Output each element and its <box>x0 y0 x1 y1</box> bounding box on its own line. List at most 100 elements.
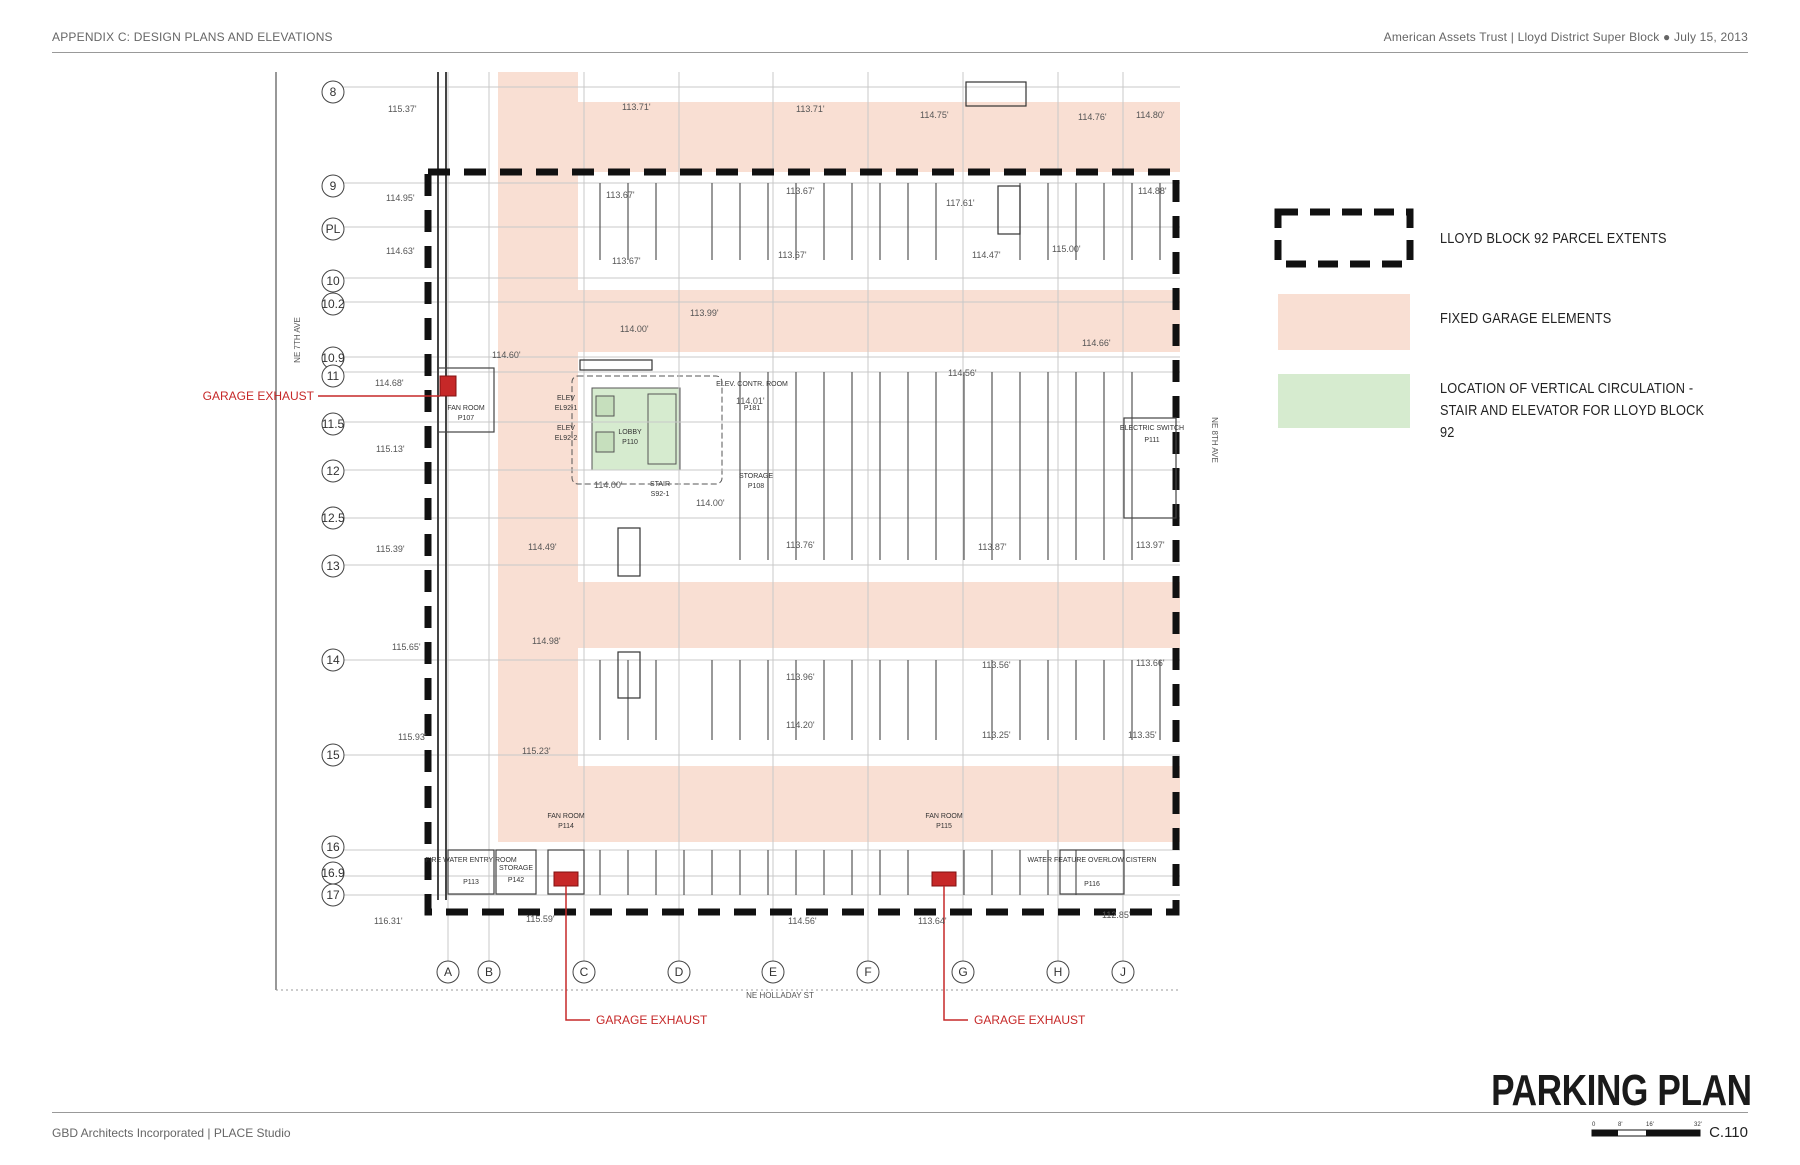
spot-elevation: 113.64' <box>918 916 947 926</box>
legend-label-parcel-extents: LLOYD BLOCK 92 PARCEL EXTENTS <box>1440 230 1667 247</box>
room-id: P110 <box>622 439 638 446</box>
col-label: A <box>444 965 452 979</box>
core-outline <box>571 375 723 485</box>
garage-band-lower <box>498 766 1180 842</box>
garage-band-middle <box>498 582 1180 648</box>
spot-elevation: 113.56' <box>982 660 1011 670</box>
legend-swatch-vertical-circulation <box>1278 374 1410 428</box>
legend-label-fixed-garage: FIXED GARAGE ELEMENTS <box>1440 310 1612 327</box>
spot-elevation: 114.95' <box>386 193 415 203</box>
room-name: ELEV <box>557 395 575 402</box>
header-rule <box>52 52 1748 53</box>
south-street-label: NE HOLLADAY ST <box>746 991 814 1000</box>
spot-elevation: 115.23' <box>522 746 551 756</box>
spot-elevation: 113.25' <box>982 730 1011 740</box>
spot-elevation: 114.56' <box>788 916 817 926</box>
spot-elevation: 114.00' <box>696 498 725 508</box>
col-label: D <box>675 965 684 979</box>
header-section-title: APPENDIX C: DESIGN PLANS AND ELEVATIONS <box>52 30 333 44</box>
spot-elevation: 113.97' <box>1136 540 1165 550</box>
room-id: P111 <box>1144 437 1159 444</box>
spot-elevation: 114.75' <box>920 110 949 120</box>
garage-exhaust-label: GARAGE EXHAUST <box>596 1013 708 1027</box>
room-outlines <box>437 367 1177 895</box>
garage-band-west <box>498 72 578 842</box>
spot-elevation: 115.37' <box>388 104 417 114</box>
room-name: FAN ROOM <box>925 813 963 820</box>
room-id: P108 <box>748 483 764 490</box>
room-id: EL92-1 <box>555 405 578 412</box>
spot-elevation: 113.67' <box>606 190 635 200</box>
elevator-car-1 <box>595 395 615 417</box>
col-label: F <box>864 965 871 979</box>
scale-tick: 32' <box>1694 1122 1702 1128</box>
spot-elevation: 114.60' <box>492 350 521 360</box>
spot-elevation: 114.88' <box>1138 186 1167 196</box>
room-id: P116 <box>1084 881 1100 888</box>
row-label: 9 <box>330 179 337 193</box>
row-label: 15 <box>326 748 340 762</box>
legend-label-vertical-circulation: LOCATION OF VERTICAL CIRCULATION - STAIR… <box>1440 380 1705 441</box>
row-label: 10 <box>326 274 340 288</box>
garage-band-upper <box>498 290 1180 352</box>
spot-elevation: 113.66' <box>1136 658 1165 668</box>
room-id: P107 <box>458 415 474 422</box>
page-title: PARKING PLAN <box>1491 1066 1752 1115</box>
fixed-garage-elements <box>498 72 1180 842</box>
footer-credits: GBD Architects Incorporated | PLACE Stud… <box>52 1126 291 1140</box>
garage-exhaust-south-1 <box>553 871 579 887</box>
spot-elevation: 113.71' <box>796 104 825 114</box>
garage-exhaust-west <box>439 375 457 397</box>
parking-stall-lines <box>599 183 1161 895</box>
spot-elevation: 114.47' <box>972 250 1001 260</box>
spot-elevation: 115.65' <box>392 642 421 652</box>
room-labels: FAN ROOM P107 ELEV EL92-1 ELEV EL92-2 LO… <box>425 381 1184 888</box>
row-label: 13 <box>326 559 340 573</box>
legend-swatch-fixed-garage <box>1278 294 1410 350</box>
spot-elevations: 115.37' 113.71' 113.71' 114.75' 114.76' … <box>374 102 1167 926</box>
east-street-label: NE 8TH AVE <box>1210 417 1219 463</box>
room-id: P114 <box>558 823 574 830</box>
spot-elevation: 113.67' <box>612 256 641 266</box>
spot-elevation: 113.67' <box>778 250 807 260</box>
row-label: 12.5 <box>321 511 345 525</box>
spot-elevation: 113.99' <box>690 308 719 318</box>
elevator-car-2 <box>595 431 615 453</box>
spot-elevation: 115.39' <box>376 544 405 554</box>
spot-elevation: 113.96' <box>786 672 815 682</box>
row-grid-labels: 8 9 PL 10 10.2 10.9 11 11.5 12 12.5 13 1… <box>321 85 345 902</box>
row-label: 16.9 <box>321 866 345 880</box>
stair <box>647 393 677 465</box>
graphic-scale-bar: 0 8' 16' 32' <box>1591 1122 1702 1137</box>
spot-elevation: 112.85' <box>1102 910 1131 920</box>
room-id: P113 <box>463 879 479 886</box>
col-label: C <box>580 965 589 979</box>
structural-grid <box>330 72 1180 970</box>
spot-elevation: 117.61' <box>946 198 975 208</box>
column-grid-labels: A B C D E F G H J <box>444 965 1126 979</box>
row-label: 11.5 <box>322 417 345 431</box>
room-name: ELECTRIC SWITCH <box>1120 425 1184 432</box>
room-id: EL92-2 <box>555 435 578 442</box>
scale-tick: 0 <box>1592 1122 1596 1128</box>
spot-elevation: 114.68' <box>375 378 404 388</box>
room-id: P181 <box>744 405 760 412</box>
row-label: 12 <box>326 464 340 478</box>
col-label: B <box>485 965 493 979</box>
room-name: STORAGE <box>499 865 533 872</box>
row-label: 17 <box>326 888 340 902</box>
row-label: 16 <box>326 840 340 854</box>
parcel-extents-boundary <box>424 168 1180 916</box>
spot-elevation: 114.49' <box>528 542 557 552</box>
spot-elevation: 115.93' <box>398 732 427 742</box>
spot-elevation: 114.76' <box>1078 112 1107 122</box>
room-name: WATER FEATURE OVERLOW CISTERN <box>1028 857 1157 864</box>
garage-exhaust-south-2 <box>931 871 957 887</box>
room-id: S92-1 <box>651 491 670 498</box>
room-id: P115 <box>936 823 952 830</box>
spot-elevation: 113.67' <box>786 186 815 196</box>
col-label: E <box>769 965 777 979</box>
spot-elevation: 114.00' <box>620 324 649 334</box>
garage-exhaust-label: GARAGE EXHAUST <box>203 389 315 403</box>
sheet-number: C.110 <box>1709 1124 1748 1141</box>
